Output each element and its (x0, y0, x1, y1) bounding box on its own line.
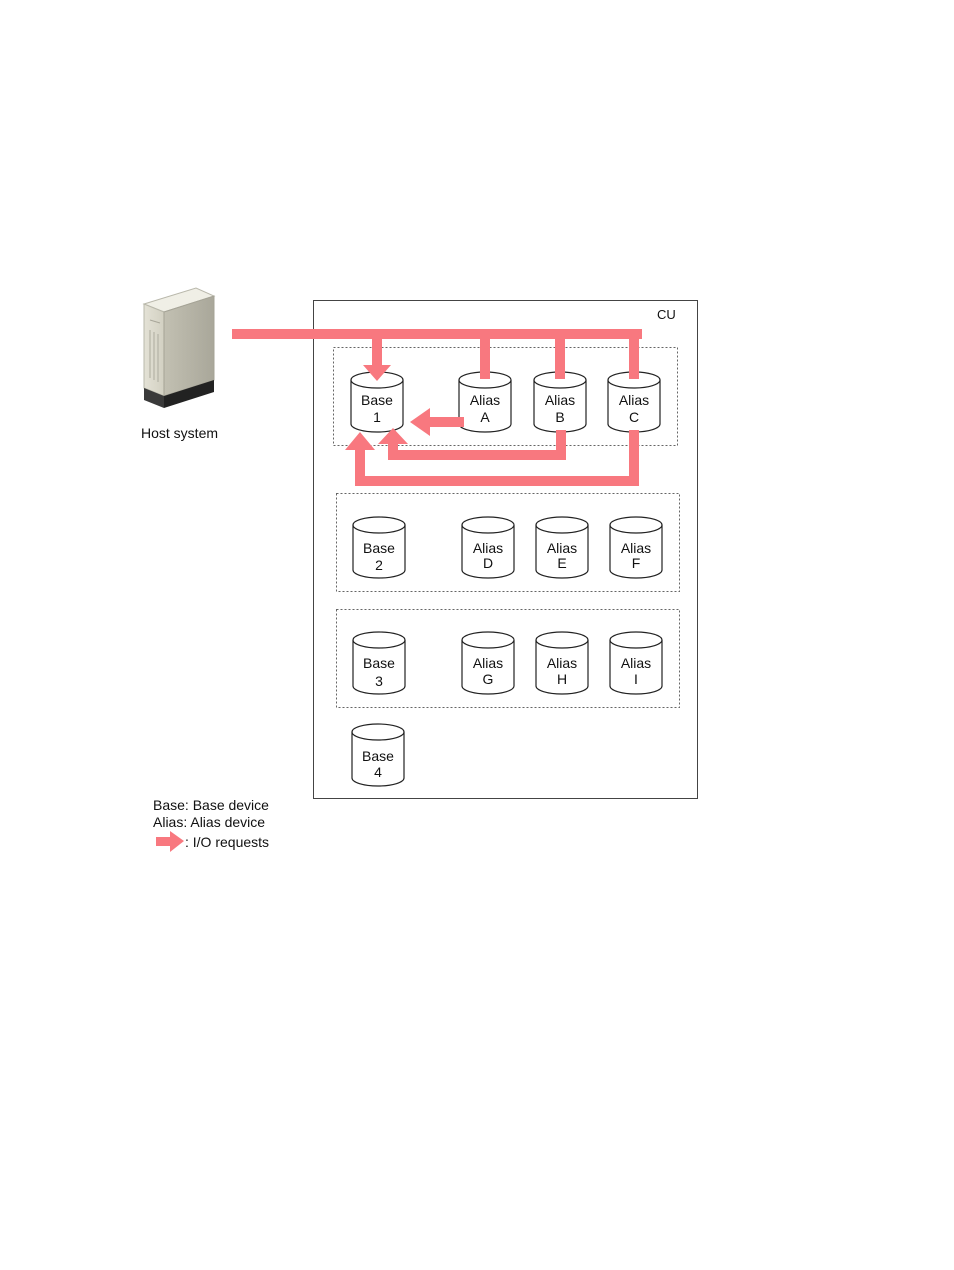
base-2-id: 2 (375, 557, 383, 573)
legend-alias: Alias: Alias device (153, 814, 265, 830)
alias-h-id: H (557, 671, 567, 687)
alias-b-kind: Alias (545, 392, 575, 408)
legend-io: : I/O requests (185, 834, 269, 850)
alias-c-kind: Alias (619, 392, 649, 408)
alias-h-kind: Alias (547, 655, 577, 671)
alias-b-id: B (555, 409, 564, 425)
alias-g-id: G (483, 671, 494, 687)
base-3-kind: Base (363, 655, 395, 671)
alias-g-kind: Alias (473, 655, 503, 671)
alias-a-kind: Alias (470, 392, 500, 408)
base-2-kind: Base (363, 540, 395, 556)
legend-base: Base: Base device (153, 797, 269, 813)
alias-f-id: F (632, 555, 641, 571)
host-system-label: Host system (141, 425, 218, 441)
alias-a-id: A (480, 409, 490, 425)
alias-e-kind: Alias (547, 540, 577, 556)
alias-d-id: D (483, 555, 493, 571)
server-icon (144, 288, 214, 408)
alias-e-id: E (557, 555, 566, 571)
cu-label: CU (657, 307, 676, 322)
base-1-id: 1 (373, 409, 381, 425)
alias-i-kind: Alias (621, 655, 651, 671)
alias-f-kind: Alias (621, 540, 651, 556)
base-4-kind: Base (362, 748, 394, 764)
alias-i-id: I (634, 671, 638, 687)
alias-c-id: C (629, 409, 639, 425)
base-3-id: 3 (375, 673, 383, 689)
alias-d-kind: Alias (473, 540, 503, 556)
legend-io-arrow-icon (156, 831, 184, 852)
base-4-id: 4 (374, 764, 382, 780)
base-1-kind: Base (361, 392, 393, 408)
